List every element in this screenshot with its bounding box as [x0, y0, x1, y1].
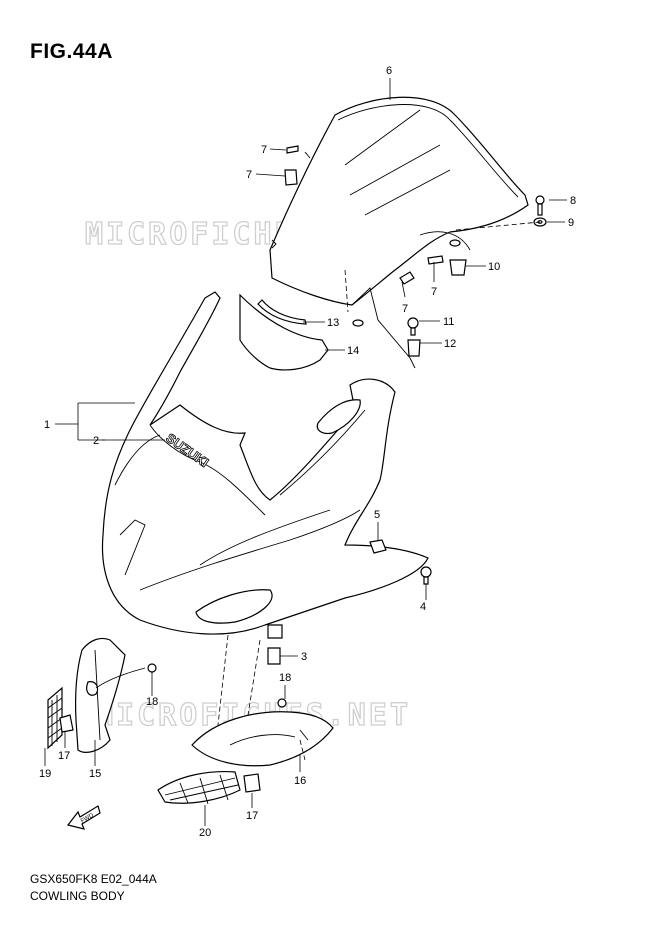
clip-part-3 — [267, 647, 281, 665]
figure-title: FIG.44A — [30, 40, 113, 63]
callout-18-left: 18 — [146, 696, 158, 708]
section-name: COWLING BODY — [30, 889, 125, 903]
inner-panel-part-14 — [239, 293, 329, 371]
side-mesh-part-19 — [47, 686, 63, 750]
callout-20: 20 — [199, 827, 211, 839]
nut-part-10 — [449, 259, 467, 276]
plug-part-17-right — [243, 773, 261, 793]
callout-15: 15 — [89, 768, 101, 780]
grommet-part-7 — [284, 145, 444, 285]
callout-14: 14 — [347, 345, 359, 357]
model-code: GSX650FK8 E02_044A — [30, 872, 157, 886]
callout-2: 2 — [93, 435, 99, 447]
callout-7-top: 7 — [261, 144, 267, 156]
callout-4: 4 — [420, 601, 426, 613]
callout-12: 12 — [444, 338, 456, 350]
windscreen-part-6 — [269, 96, 529, 327]
callout-19: 19 — [39, 768, 51, 780]
side-bracket-part-15 — [74, 637, 126, 753]
lower-panel-part-16 — [191, 711, 334, 767]
screw-part-4 — [420, 566, 432, 585]
callout-5: 5 — [374, 509, 380, 521]
callout-17-right: 17 — [246, 810, 258, 822]
fwd-direction-arrow: FWD — [66, 805, 101, 830]
bolt-part-11 — [407, 317, 419, 336]
cowling-body-part-1: SUZUKI — [101, 291, 429, 639]
callout-6: 6 — [386, 65, 392, 77]
callout-11: 11 — [443, 316, 454, 328]
callout-9: 9 — [568, 217, 574, 229]
callout-13: 13 — [327, 317, 339, 329]
callout-18-center: 18 — [279, 672, 291, 684]
nut-part-12 — [407, 339, 421, 357]
callout-1: 1 — [44, 419, 50, 431]
plug-part-17-left — [59, 714, 74, 733]
trim-strip-part-13 — [257, 299, 307, 325]
callout-17-left: 17 — [58, 750, 70, 762]
screw-part-18-center — [277, 698, 287, 708]
callout-16: 16 — [294, 775, 306, 787]
screw-part-18-left — [147, 663, 157, 673]
callout-7-middle: 7 — [246, 169, 252, 181]
callout-7-lower-right: 7 — [431, 286, 437, 298]
callout-10: 10 — [488, 261, 500, 273]
callout-8: 8 — [570, 195, 576, 207]
grommet-part-5 — [369, 539, 387, 554]
bolt-part-8 — [535, 195, 545, 216]
lower-mesh-part-20 — [157, 771, 241, 805]
callout-3: 3 — [301, 651, 307, 663]
callout-7-lower-left: 7 — [402, 303, 408, 315]
